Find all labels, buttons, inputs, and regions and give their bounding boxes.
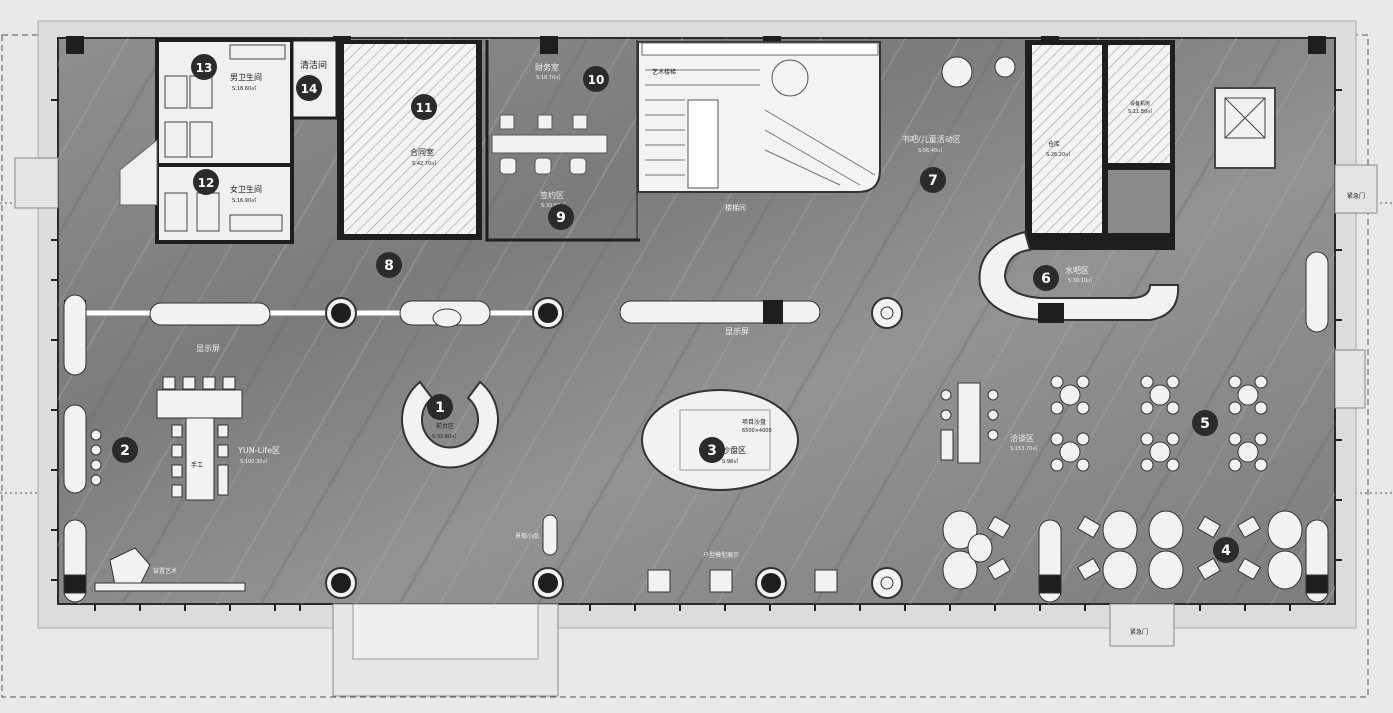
label-display-mid: 显示屏 [725,327,749,336]
label-yun-life: YUN-Life区 [237,446,280,455]
label-contract: 合同室 [410,147,434,157]
label-negotiation: 洽谈区 [1010,433,1034,443]
marker-7: 7 [920,167,946,193]
label-reading-area: S:56.40㎡ [918,147,942,154]
reception-desk [401,308,499,469]
marker-12: 12 [193,169,219,195]
marker-5: 5 [1192,410,1218,436]
marker-9: 9 [548,204,574,230]
svg-text:13: 13 [196,61,213,75]
label-mens-restroom: 男卫生间 [230,72,262,82]
marker-3: 3 [699,437,725,463]
svg-text:12: 12 [198,176,215,190]
label-storage-area: S:26.20㎡ [1046,151,1070,158]
label-equipment: 设备机房 [1130,100,1150,107]
storage-equipment [1025,40,1276,250]
label-sign: 签约区 [540,190,564,200]
svg-text:11: 11 [416,101,433,115]
label-cleaning: 清洁间 [300,59,327,71]
svg-text:6: 6 [1041,271,1051,287]
svg-text:10: 10 [588,73,605,87]
label-sign-area: S:33.80㎡ [541,202,565,209]
svg-text:3: 3 [707,443,717,459]
label-sand-title: 项目沙盘 [742,418,766,426]
marker-14: 14 [296,75,322,101]
label-womens-restroom-area: S:16.90㎡ [232,197,256,204]
svg-text:5: 5 [1200,416,1210,432]
yun-life-furniture [90,376,243,501]
contract-room [337,40,482,240]
number-markers: 1 2 3 4 5 6 7 8 9 10 11 12 13 14 [112,54,1239,563]
label-mens-restroom-area: S:18.60㎡ [232,85,256,92]
svg-text:7: 7 [928,173,938,189]
label-finance-area: S:18.70㎡ [536,74,560,81]
label-reception: 前台区 [436,422,454,430]
label-emergency-bottom: 紧急门 [1130,628,1148,636]
reading-furniture [941,56,1016,88]
label-sand-size: 6500×4000 [742,428,772,434]
marker-11: 11 [411,94,437,120]
svg-text:8: 8 [384,258,394,274]
label-yun-life-area: S:100.30㎡ [240,458,267,465]
label-water-bar-area: S:30.10㎡ [1068,277,1092,284]
negotiation-furniture [940,375,1268,472]
svg-text:14: 14 [301,82,318,96]
lounge-furniture [942,510,1303,590]
label-water-feature: 景观小品 [515,532,539,540]
label-reception-area: S:32.60㎡ [432,433,456,440]
left-benches [63,251,1329,603]
water-bar-counter [978,230,1180,323]
label-negotiation-area: S:153.70㎡ [1010,445,1037,452]
marker-6: 6 [1033,265,1059,291]
label-art-install: 装置艺术 [153,567,177,575]
marker-1: 1 [427,394,453,420]
marker-2: 2 [112,437,138,463]
label-reading: 书吧/儿童活动区 [902,134,961,144]
label-emergency-right: 紧急门 [1347,192,1365,200]
label-display-left: 显示屏 [196,344,220,353]
model-tables [542,514,838,593]
label-womens-restroom: 女卫生间 [230,184,262,194]
round-columns [325,297,903,599]
marker-13: 13 [191,54,217,80]
label-finance: 财务室 [535,62,559,72]
label-water-bar: 水吧区 [1065,265,1089,275]
label-stair: 楼梯间 [725,203,746,212]
window-ticks [51,89,1342,611]
marker-4: 4 [1213,537,1239,563]
label-equipment-area: S:11.80㎡ [1128,108,1152,115]
label-handwork: 手工 [191,461,203,469]
svg-text:9: 9 [556,210,566,226]
label-model: 户型模型展示 [703,551,739,559]
stairwell [637,41,881,193]
label-contract-area: S:42.70㎡ [412,160,436,167]
room-labels: 男卫生间 S:18.60㎡ 女卫生间 S:16.90㎡ 清洁间 合同室 S:42… [153,59,1365,636]
label-sand-sqm: S:98㎡ [722,458,738,465]
svg-text:1: 1 [435,400,445,416]
svg-text:2: 2 [120,443,130,459]
label-sand-area: 沙盘区 [722,445,746,455]
marker-8: 8 [376,252,402,278]
art-installation [94,547,246,592]
svg-text:4: 4 [1221,543,1231,559]
marker-10: 10 [583,66,609,92]
label-art-stair: 艺术楼梯 [652,68,676,76]
label-storage: 仓库 [1048,140,1060,148]
